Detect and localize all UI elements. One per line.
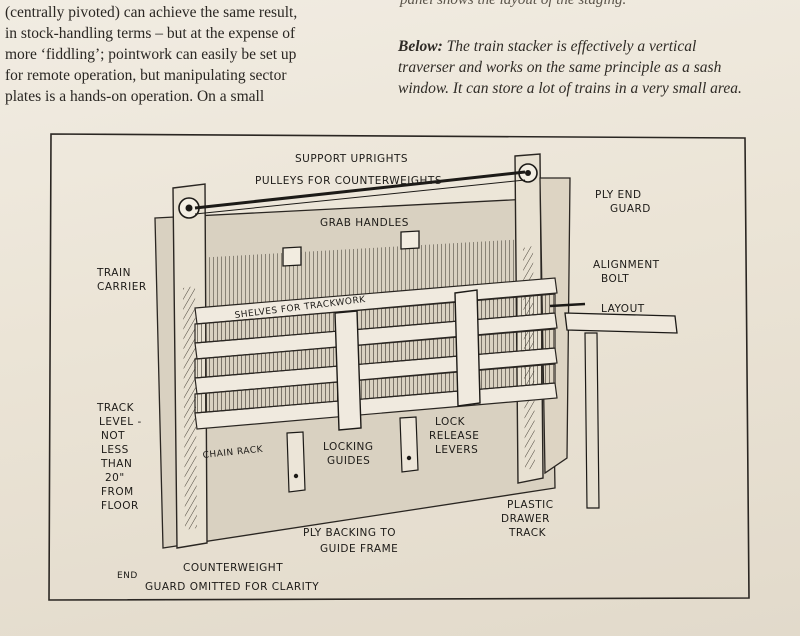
lock-lever-left (334, 310, 362, 431)
left-rack (183, 286, 197, 530)
label-counterweight: COUNTERWEIGHT (183, 562, 283, 574)
label-track-level-1: TRACK (96, 402, 135, 414)
pulley-rod (194, 170, 526, 210)
label-train-carrier-2: CARRIER (97, 281, 147, 293)
grab-handle-left (282, 246, 302, 267)
label-locking-guides-1: LOCKING (323, 441, 374, 453)
label-locking-guides-2: GUIDES (327, 455, 370, 467)
label-ply-end-1: PLY END (595, 189, 642, 201)
label-plastic-drawer-3: TRACK (508, 527, 547, 539)
grab-handle-right (400, 230, 420, 250)
alignment-bolt (549, 302, 586, 308)
label-ply-backing-1: PLY BACKING TO (303, 527, 396, 539)
label-alignment-2: BOLT (601, 273, 629, 285)
label-track-level-5: THAN (100, 458, 132, 470)
label-layout: LAYOUT (601, 303, 645, 315)
label-lock-release-2: RELEASE (429, 430, 479, 442)
label-lock-release-1: LOCK (435, 416, 466, 428)
figure-border (48, 133, 750, 601)
layout-baseboard (564, 312, 678, 334)
body-line: in stock-handling terms – but at the exp… (5, 25, 296, 42)
label-track-level-2: LEVEL - (99, 416, 142, 428)
figure-caption: Below: The train stacker is effectively … (398, 36, 748, 99)
lock-lever-right (454, 289, 481, 407)
label-track-level-8: FLOOR (101, 500, 139, 512)
locking-guide-1 (286, 431, 306, 493)
body-text: (centrally pivoted) can achieve the same… (5, 2, 383, 107)
caption-top-cutoff: panel shows the layout of the staging. (400, 0, 627, 8)
label-track-level-7: FROM (101, 486, 134, 498)
label-end-guard-1: END (117, 571, 138, 581)
layout-leg (584, 332, 600, 509)
label-train-carrier-1: TRAIN (96, 267, 131, 279)
caption-text: The train stacker is effectively a verti… (398, 38, 742, 97)
label-ply-backing-2: GUIDE FRAME (320, 543, 398, 555)
label-track-level-6: 20" (105, 472, 125, 484)
train-stacker-drawing: SUPPORT UPRIGHTS PULLEYS FOR COUNTERWEIG… (48, 133, 750, 601)
label-track-level-3: NOT (101, 430, 125, 442)
label-pulleys: PULLEYS FOR COUNTERWEIGHTS (255, 175, 442, 187)
body-line: more ‘fiddling’; pointwork can easily be… (5, 46, 297, 63)
body-line: plates is a hands-on operation. On a sma… (5, 88, 265, 105)
label-plastic-drawer-2: DRAWER (501, 513, 550, 525)
label-plastic-drawer-1: PLASTIC (507, 499, 554, 511)
label-track-level-4: LESS (101, 444, 129, 456)
label-alignment-1: ALIGNMENT (593, 259, 660, 271)
label-ply-end-2: GUARD (610, 203, 651, 215)
label-lock-release-3: LEVERS (435, 444, 478, 456)
body-line: for remote operation, but manipulating s… (5, 67, 287, 84)
label-support-uprights: SUPPORT UPRIGHTS (295, 153, 408, 165)
train-stacker-figure: SUPPORT UPRIGHTS PULLEYS FOR COUNTERWEIG… (45, 128, 757, 606)
body-line: (centrally pivoted) can achieve the same… (5, 4, 298, 21)
caption-lead: Below: (398, 38, 443, 55)
label-grab-handles: GRAB HANDLES (320, 217, 409, 229)
locking-guide-2 (399, 416, 419, 473)
label-end-guard-2: GUARD OMITTED FOR CLARITY (145, 581, 319, 593)
